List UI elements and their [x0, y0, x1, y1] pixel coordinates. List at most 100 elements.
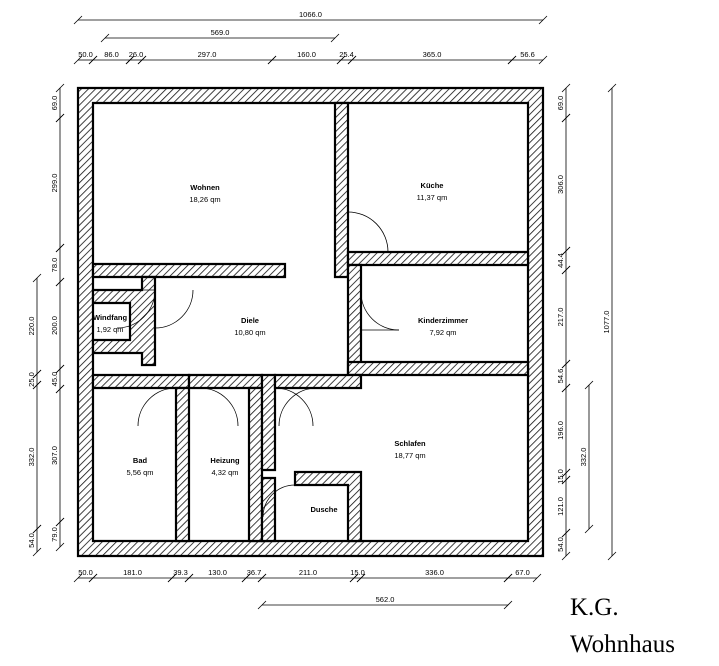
dimension-label: 306.0	[556, 175, 565, 194]
dimension-label: 50.0	[78, 568, 93, 577]
dimension-label: 56.6	[520, 50, 535, 59]
interior-wall-wohnen-bottom	[91, 262, 287, 279]
room-area-heizung: 4,32 qm	[211, 468, 238, 477]
room-name-bad: Bad	[133, 456, 148, 465]
interior-wall-windfang	[91, 275, 157, 367]
dimension-label: 78.0	[50, 258, 59, 273]
dimension-label: 160.0	[297, 50, 316, 59]
dimension-label: 54.0	[27, 533, 36, 548]
title-line-1: K.G.	[570, 594, 619, 621]
dimension-h-top-seg-7: 56.6	[507, 50, 548, 65]
dimension-tick	[167, 573, 177, 583]
dimension-label: 36.7	[247, 568, 262, 577]
dimension-label: 79.0	[50, 527, 59, 542]
dimension-tick	[561, 265, 571, 275]
dimension-tick	[32, 273, 42, 283]
dimension-tick	[257, 600, 267, 610]
dimension-tick	[561, 83, 571, 93]
door-arc-heizung-right	[274, 387, 314, 427]
dimension-v-left-inner-6: 79.0	[50, 517, 65, 552]
dimension-tick	[267, 55, 277, 65]
dimension-tick	[561, 475, 571, 485]
dimension-label: 45.0	[50, 372, 59, 387]
dimension-tick	[88, 573, 98, 583]
door-arc-diele	[154, 289, 194, 329]
dimension-label: 44.4	[556, 253, 565, 268]
dimension-label: 196.0	[556, 421, 565, 440]
dimension-label: 220.0	[27, 317, 36, 336]
room-area-wohnen: 18,26 qm	[189, 195, 220, 204]
room-area-windfang: 1,92 qm	[96, 325, 123, 334]
interior-wall-schlafen-left	[260, 373, 277, 472]
dimension-label: 15.0	[556, 469, 565, 484]
dimension-tick	[55, 364, 65, 374]
dimension-tick	[607, 83, 617, 93]
door-arc-kueche	[347, 211, 389, 253]
dimension-label: 299.0	[50, 174, 59, 193]
dimension-label: 332.0	[579, 448, 588, 467]
dimension-label: 67.0	[515, 568, 530, 577]
dimension-tick	[32, 547, 42, 557]
dimension-label: 15.0	[350, 568, 365, 577]
dimension-label: 26.0	[129, 50, 144, 59]
dimension-tick	[561, 551, 571, 561]
dimension-tick	[55, 83, 65, 93]
dimension-tick	[55, 113, 65, 123]
dimension-tick	[561, 383, 571, 393]
door-arc-heizung	[199, 387, 239, 427]
dimension-label: 54.6	[556, 369, 565, 384]
dimension-tick	[100, 33, 110, 43]
interior-wall-bad-heizung	[174, 386, 191, 543]
interior-wall-heizung-right	[247, 386, 264, 543]
dimension-label: 39.3	[173, 568, 188, 577]
dimension-v-right-inner-8: 54.0	[556, 528, 571, 561]
dimension-tick	[503, 573, 513, 583]
room-name-heizung: Heizung	[210, 456, 240, 465]
dimension-label: 69.0	[50, 96, 59, 111]
dimension-tick	[32, 524, 42, 534]
dimension-label: 297.0	[198, 50, 217, 59]
door-group	[116, 211, 400, 518]
room-name-kinderzimmer: Kinderzimmer	[418, 316, 468, 325]
dimension-tick	[257, 573, 267, 583]
dimension-tick	[73, 15, 83, 25]
door-arc-kinderzimmer	[360, 291, 400, 331]
dimension-label: 332.0	[27, 448, 36, 467]
door-arc-schlafen	[278, 387, 318, 427]
dimension-h-top-overall: 1066.0	[73, 10, 548, 25]
interior-wall-wohnen-right	[333, 101, 350, 279]
dimension-tick	[32, 369, 42, 379]
dimension-label: 25.4	[339, 50, 354, 59]
dimension-tick	[561, 359, 571, 369]
dimension-tick	[584, 380, 594, 390]
dimension-tick	[330, 33, 340, 43]
dimension-label: 307.0	[50, 446, 59, 465]
door-arc-bad	[137, 387, 177, 427]
dimension-label: 200.0	[50, 316, 59, 335]
dimension-h-bottom-seg-8: 67.0	[503, 568, 542, 583]
dimension-tick	[184, 573, 194, 583]
dimension-label: 130.0	[208, 568, 227, 577]
dimension-tick	[55, 277, 65, 287]
dimension-label: 1066.0	[299, 10, 322, 19]
dimension-tick	[503, 600, 513, 610]
dimension-tick	[137, 55, 147, 65]
dimension-tick	[561, 468, 571, 478]
dimension-label: 336.0	[425, 568, 444, 577]
dimension-v-left-outer-3: 54.0	[27, 524, 42, 557]
dimension-label: 562.0	[376, 595, 395, 604]
dimension-tick	[55, 384, 65, 394]
interior-wall-heizung-top	[187, 373, 264, 390]
dimension-label: 1077.0	[602, 311, 611, 334]
dimension-tick	[347, 55, 357, 65]
room-name-kueche: Küche	[421, 181, 444, 190]
dimension-tick	[125, 55, 135, 65]
room-area-schlafen: 18,77 qm	[394, 451, 425, 460]
dimension-tick	[32, 380, 42, 390]
dimension-tick	[349, 573, 359, 583]
dimension-tick	[538, 15, 548, 25]
interior-wall-kueche-bottom	[346, 250, 530, 267]
dimension-tick	[538, 55, 548, 65]
room-name-dusche: Dusche	[310, 505, 337, 514]
